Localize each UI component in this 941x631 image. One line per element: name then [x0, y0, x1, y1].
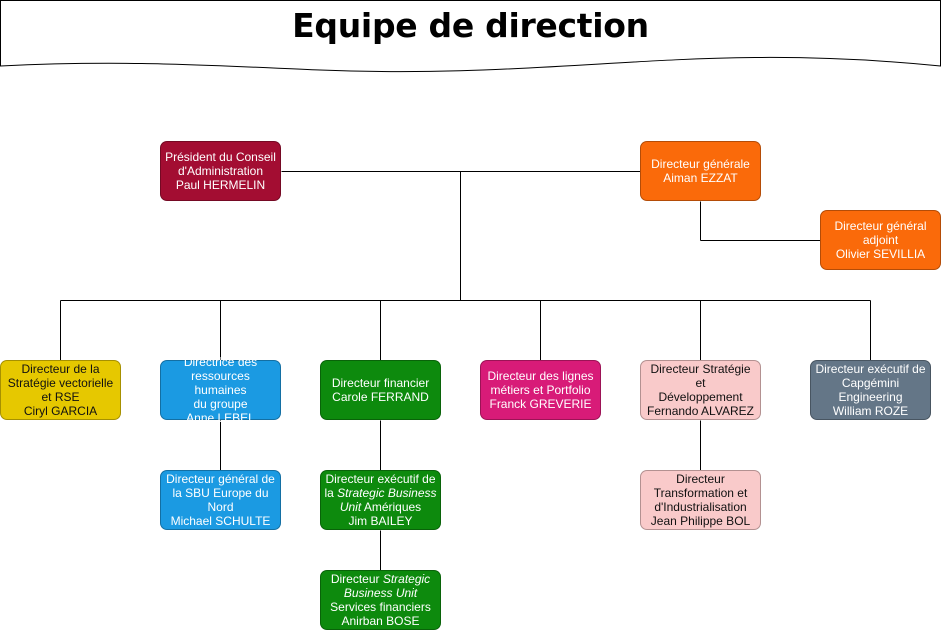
sbu-europe-title-2: la SBU Europe du [172, 486, 269, 500]
sbu-europe-title-1: Directeur général de [166, 472, 275, 486]
sbu-ameriques-suffix: Amériques [361, 500, 422, 514]
engineering-title-2: Capgémini [841, 376, 900, 390]
rh-title-3: du groupe [193, 397, 248, 411]
transformation-node[interactable]: Directeur Transformation et d'Industrial… [640, 470, 761, 530]
transformation-title-1: Directeur [676, 472, 725, 486]
dg-name: Aiman EZZAT [663, 171, 738, 185]
dg-title: Directeur générale [651, 157, 750, 171]
sbu-ameriques-title-1: Directeur exécutif de [325, 472, 436, 486]
rse-title-3: et RSE [41, 390, 80, 404]
finance-node[interactable]: Directeur financier Carole FERRAND [320, 360, 441, 420]
transformation-title-3: d'Industrialisation [654, 500, 747, 514]
sbu-finance-title-2: Business Unit [344, 586, 417, 600]
sbu-finance-title-3: Services financiers [330, 600, 431, 614]
sbu-finance-node[interactable]: Directeur Strategic Business Unit Servic… [320, 570, 441, 630]
finance-title: Directeur financier [331, 376, 430, 390]
rh-title-1: Directrice des [183, 355, 258, 369]
rh-title-2: ressources humaines [191, 369, 250, 397]
sbu-europe-title-3: Nord [207, 500, 234, 514]
transformation-name: Jean Philippe BOL [650, 514, 751, 528]
sbu-ameriques-title-2: la Strategic Business [324, 486, 436, 500]
sbu-ameriques-italic-2: Unit [339, 500, 362, 514]
title-banner [0, 0, 941, 73]
page-title: Equipe de direction [292, 6, 649, 45]
sbu-finance-title-1: Directeur Strategic [331, 572, 430, 586]
transformation-title-2: Transformation et [653, 486, 748, 500]
president-node[interactable]: Président du Conseil d'Administration Pa… [160, 141, 281, 201]
sbu-finance-italic-2: Business Unit [343, 586, 418, 600]
lignes-metiers-title-2: métiers et Portfolio [490, 383, 591, 397]
sbu-ameriques-italic-1: Strategic Business [337, 486, 437, 500]
lignes-metiers-title-1: Directeur des lignes [487, 369, 594, 383]
sbu-finance-name: Anirban BOSE [341, 614, 420, 628]
rse-node[interactable]: Directeur de la Stratégie vectorielle et… [0, 360, 121, 420]
president-title-2: d'Administration [178, 164, 263, 178]
sbu-finance-italic-1: Strategic [382, 572, 431, 586]
sbu-finance-prefix: Directeur [330, 572, 383, 586]
rse-title-1: Directeur de la [21, 362, 100, 376]
dg-node[interactable]: Directeur générale Aiman EZZAT [640, 141, 761, 201]
dg-adjoint-name: Olivier SEVILLIA [835, 247, 926, 261]
lignes-metiers-name: Franck GREVERIE [489, 397, 592, 411]
strategie-dev-node[interactable]: Directeur Stratégie et Développement Fer… [640, 360, 761, 420]
engineering-title-3: Engineering [838, 390, 903, 404]
sbu-ameriques-prefix: la [324, 486, 338, 500]
sbu-ameriques-name: Jim BAILEY [348, 514, 413, 528]
strategie-dev-title-2: Développement [658, 390, 743, 404]
rse-title-2: Stratégie vectorielle [7, 376, 114, 390]
finance-name: Carole FERRAND [332, 390, 429, 404]
strategie-dev-name: Fernando ALVAREZ [647, 404, 754, 418]
dg-adjoint-title-2: adjoint [862, 233, 899, 247]
rh-name: Anne LEBEL [186, 411, 255, 425]
sbu-europe-name: Michael SCHULTE [170, 514, 271, 528]
sbu-ameriques-title-3: Unit Amériques [340, 500, 421, 514]
dg-adjoint-title-1: Directeur général [834, 219, 927, 233]
dg-adjoint-node[interactable]: Directeur général adjoint Olivier SEVILL… [820, 210, 941, 270]
strategie-dev-title-1: Directeur Stratégie et [650, 362, 751, 390]
sbu-europe-node[interactable]: Directeur général de la SBU Europe du No… [160, 470, 281, 530]
engineering-node[interactable]: Directeur exécutif de Capgémini Engineer… [810, 360, 931, 420]
engineering-name: William ROZE [832, 404, 909, 418]
rse-name: Ciryl GARCIA [23, 404, 98, 418]
sbu-ameriques-node[interactable]: Directeur exécutif de la Strategic Busin… [320, 470, 441, 530]
president-title-1: Président du Conseil [165, 150, 276, 164]
engineering-title-1: Directeur exécutif de [815, 362, 926, 376]
president-name: Paul HERMELIN [175, 178, 266, 192]
lignes-metiers-node[interactable]: Directeur des lignes métiers et Portfoli… [480, 360, 601, 420]
rh-node[interactable]: Directrice des ressources humaines du gr… [160, 355, 281, 425]
